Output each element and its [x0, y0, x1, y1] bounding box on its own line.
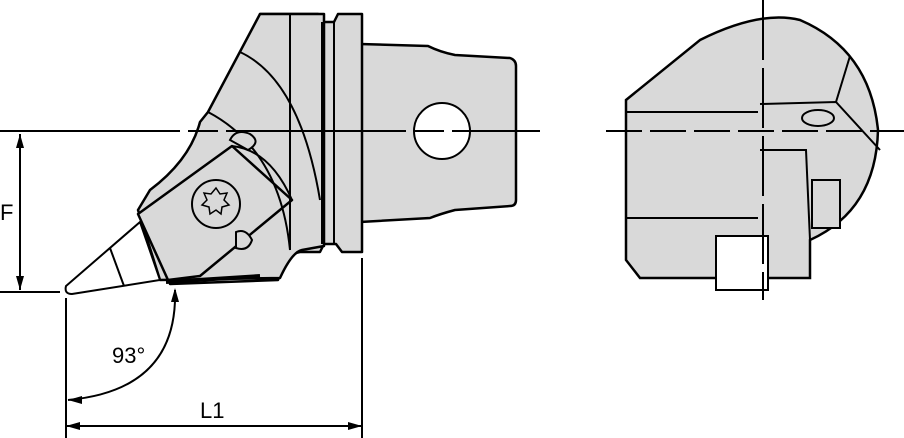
dimension-f-label: F [0, 200, 14, 225]
dimension-l1-label: L1 [200, 398, 225, 423]
angle-label: 93° [112, 343, 146, 368]
